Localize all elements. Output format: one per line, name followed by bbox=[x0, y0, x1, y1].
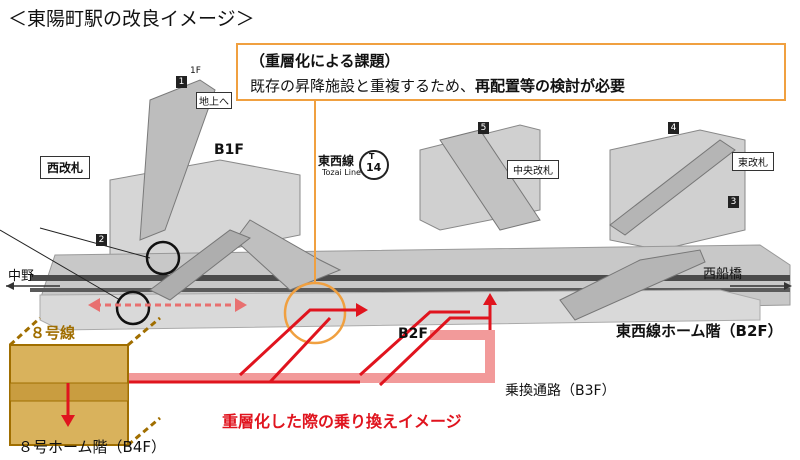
line8-down-arrowhead bbox=[61, 415, 75, 427]
track-upper bbox=[30, 275, 790, 281]
floor-label-1f: 1F bbox=[190, 66, 201, 76]
direction-west: 中野 bbox=[8, 269, 35, 284]
page-title: ＜東陽町駅の改良イメージ＞ bbox=[8, 8, 255, 30]
exit-number: 3 bbox=[728, 196, 739, 208]
tozai-platform-label: 東西線ホーム階（B2F） bbox=[616, 322, 783, 340]
line8-dash bbox=[8, 316, 42, 347]
line8-platform-label: ８号ホーム階（B4F） bbox=[18, 438, 167, 456]
exit-number: 2 bbox=[96, 234, 107, 246]
right-stair bbox=[609, 139, 736, 236]
tozai-badge-circle bbox=[359, 150, 389, 180]
station-number: 14 bbox=[366, 161, 382, 174]
west-gate-label: 西改札 bbox=[40, 156, 91, 179]
floor-label-b2f: B2F bbox=[398, 326, 428, 342]
west-stair bbox=[149, 229, 251, 301]
issue-circle bbox=[283, 281, 347, 345]
east-direction-arrowhead bbox=[784, 282, 792, 290]
pointer-line bbox=[0, 229, 121, 301]
east-gate-label: 東改札 bbox=[732, 152, 774, 171]
transfer-corridor-label: 乗換通路（B3F） bbox=[505, 383, 616, 399]
line-name-jp: 東西線 bbox=[318, 154, 355, 168]
line-name-en: Tozai Line bbox=[322, 168, 361, 177]
direction-east: 西船橋 bbox=[703, 267, 743, 282]
west-escalator bbox=[139, 79, 216, 241]
west-direction-arrowhead bbox=[6, 282, 14, 290]
dotted-arrow-right-head bbox=[235, 298, 247, 312]
track-lower bbox=[30, 288, 790, 292]
floor-label-b1f: B1F bbox=[214, 142, 244, 158]
central-gate-label: 中央改札 bbox=[507, 160, 559, 179]
transfer-caption: 重層化した際の乗り換えイメージ bbox=[222, 412, 462, 431]
transfer-arrowhead bbox=[483, 293, 497, 305]
exit-number: 4 bbox=[668, 122, 679, 134]
exit-number: 1 bbox=[176, 76, 187, 88]
stair-circle bbox=[145, 240, 181, 276]
line8-dash bbox=[127, 316, 161, 347]
line8-name: ８号線 bbox=[30, 324, 76, 342]
transfer-path bbox=[378, 316, 490, 387]
issue-body-text: 既存の昇降施設と重複するため、 bbox=[250, 77, 476, 95]
stair-circle bbox=[115, 290, 151, 326]
issue-heading: （重層化による課題） bbox=[250, 52, 400, 70]
issue-body-emphasis: 再配置等の検討が必要 bbox=[475, 77, 626, 95]
central-stair bbox=[439, 129, 541, 231]
to-ground-sign: 地上へ bbox=[196, 92, 232, 109]
transfer-corridor bbox=[85, 330, 495, 383]
dotted-arrow-left-head bbox=[88, 298, 100, 312]
issue-body: 既存の昇降施設と重複するため、再配置等の検討が必要 bbox=[250, 75, 625, 96]
east-stair bbox=[559, 249, 706, 321]
transfer-path bbox=[358, 310, 470, 377]
transfer-path bbox=[238, 308, 360, 377]
transfer-arrowhead bbox=[356, 303, 368, 317]
pointer-line bbox=[39, 227, 151, 259]
exit-number: 5 bbox=[478, 122, 489, 134]
line8-dash bbox=[127, 416, 161, 447]
line-letter: T bbox=[369, 152, 375, 161]
issue-callout: （重層化による課題） 既存の昇降施設と重複するため、再配置等の検討が必要 bbox=[236, 43, 786, 101]
